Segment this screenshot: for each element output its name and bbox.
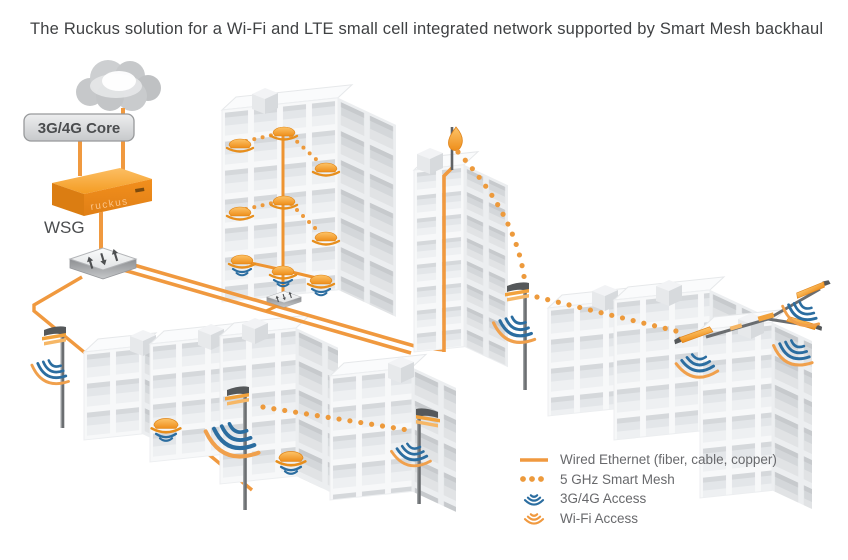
legend-item-3g4g: 3G/4G Access: [517, 489, 777, 509]
smart-mesh-dots-icon: [517, 470, 553, 488]
3g4g-access-icon: [517, 490, 553, 508]
legend-label: 5 GHz Smart Mesh: [560, 471, 675, 487]
legend-item-wifi: Wi-Fi Access: [517, 509, 777, 529]
core-label-box: 3G/4G Core: [23, 113, 135, 142]
wsg-port: [135, 187, 145, 193]
smart-mesh-link: [260, 149, 687, 434]
street-pole-antenna: [201, 386, 265, 510]
legend-label: Wired Ethernet (fiber, cable, copper): [560, 452, 777, 468]
legend: Wired Ethernet (fiber, cable, copper) 5 …: [517, 450, 777, 528]
building: [412, 151, 508, 368]
mast-junction: [729, 323, 743, 331]
wsg-device: ruckus: [52, 168, 152, 216]
building: [220, 84, 396, 317]
wired-riser: [442, 166, 454, 352]
street-pole-antenna: [26, 326, 75, 428]
street-pole-antenna: [488, 282, 541, 390]
wsg-label: WSG: [44, 218, 85, 237]
rooftop-antenna-icon: [447, 126, 463, 151]
building: [328, 353, 456, 512]
core-label: 3G/4G Core: [38, 120, 121, 137]
legend-item-mesh: 5 GHz Smart Mesh: [517, 470, 777, 490]
street-pole-antenna: [387, 408, 440, 504]
switch-icon: [68, 246, 138, 281]
legend-item-wired: Wired Ethernet (fiber, cable, copper): [517, 450, 777, 470]
mast-junction: [757, 312, 775, 322]
cloud-icon: [76, 60, 161, 111]
wired-ethernet-line-icon: [517, 451, 553, 469]
diagram-title: The Ruckus solution for a Wi-Fi and LTE …: [30, 20, 824, 38]
wifi-access-icon: [517, 509, 553, 527]
roof-antenna-icon: [794, 275, 831, 303]
legend-label: Wi-Fi Access: [560, 510, 639, 526]
legend-label: 3G/4G Access: [560, 491, 647, 507]
building: [218, 314, 338, 496]
